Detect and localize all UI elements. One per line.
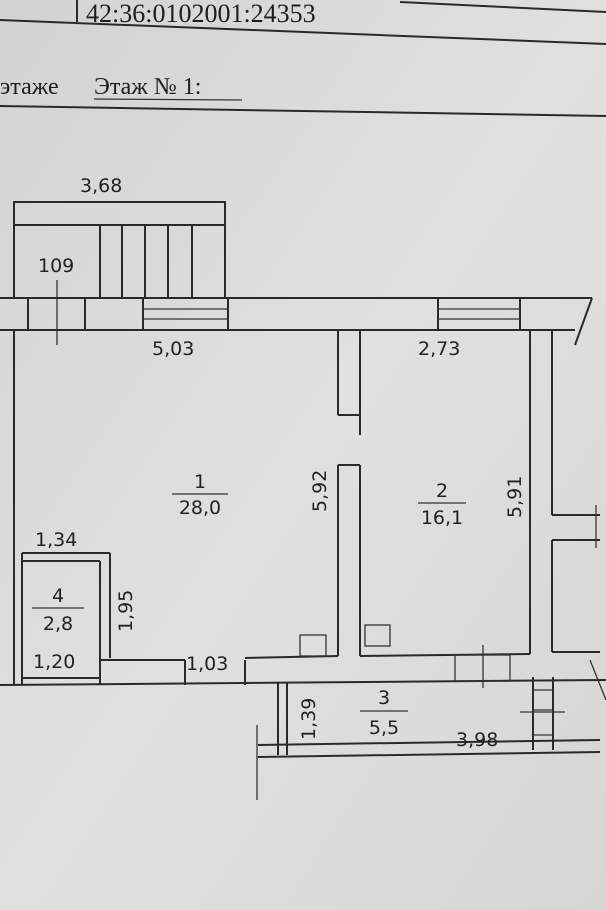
room-number: 4 bbox=[52, 585, 64, 607]
cadastral-number: 42:36:0102001:24353 bbox=[86, 0, 316, 28]
walls bbox=[0, 330, 606, 800]
room-number: 3 bbox=[378, 687, 390, 709]
room-4: 4 2,8 bbox=[32, 585, 84, 635]
floor-label: Этаж № 1: bbox=[94, 74, 201, 100]
dim-room4-bottom: 1,20 bbox=[33, 651, 75, 673]
dim-room3-width: 3,98 bbox=[456, 729, 498, 751]
dim-room2-height: 5,91 bbox=[504, 476, 526, 518]
room-area: 5,5 bbox=[369, 717, 399, 739]
room-area: 28,0 bbox=[179, 497, 221, 519]
room-area: 2,8 bbox=[43, 613, 73, 635]
dim-room1-height: 5,92 bbox=[309, 470, 331, 512]
room-number: 2 bbox=[436, 480, 448, 502]
room-3: 3 5,5 bbox=[360, 687, 408, 739]
dim-porch-width: 3,68 bbox=[80, 175, 122, 197]
dimension-labels: 3,68 109 5,03 2,73 5,92 5,91 1,34 1,95 1… bbox=[33, 175, 526, 751]
room-area: 16,1 bbox=[421, 507, 463, 529]
dim-room4-top: 1,34 bbox=[35, 529, 77, 551]
dim-room4-height: 1,95 bbox=[115, 590, 137, 632]
room-labels: 1 28,0 2 16,1 3 5,5 4 2,8 bbox=[32, 471, 466, 739]
dim-room3-height: 1,39 bbox=[298, 698, 320, 740]
dim-corridor-width: 1,03 bbox=[186, 653, 228, 675]
dim-room2-top: 2,73 bbox=[418, 338, 460, 360]
dim-porch-depth: 109 bbox=[38, 255, 74, 277]
floor-prefix: этаже bbox=[0, 74, 59, 100]
room-1: 1 28,0 bbox=[172, 471, 228, 519]
window-room2 bbox=[437, 297, 521, 331]
floor-label-underline bbox=[93, 98, 243, 101]
room-2: 2 16,1 bbox=[418, 480, 466, 529]
room-number: 1 bbox=[194, 471, 206, 493]
window-room1 bbox=[142, 297, 229, 331]
header-table-lines bbox=[0, 0, 606, 117]
dim-room1-top: 5,03 bbox=[152, 338, 194, 360]
